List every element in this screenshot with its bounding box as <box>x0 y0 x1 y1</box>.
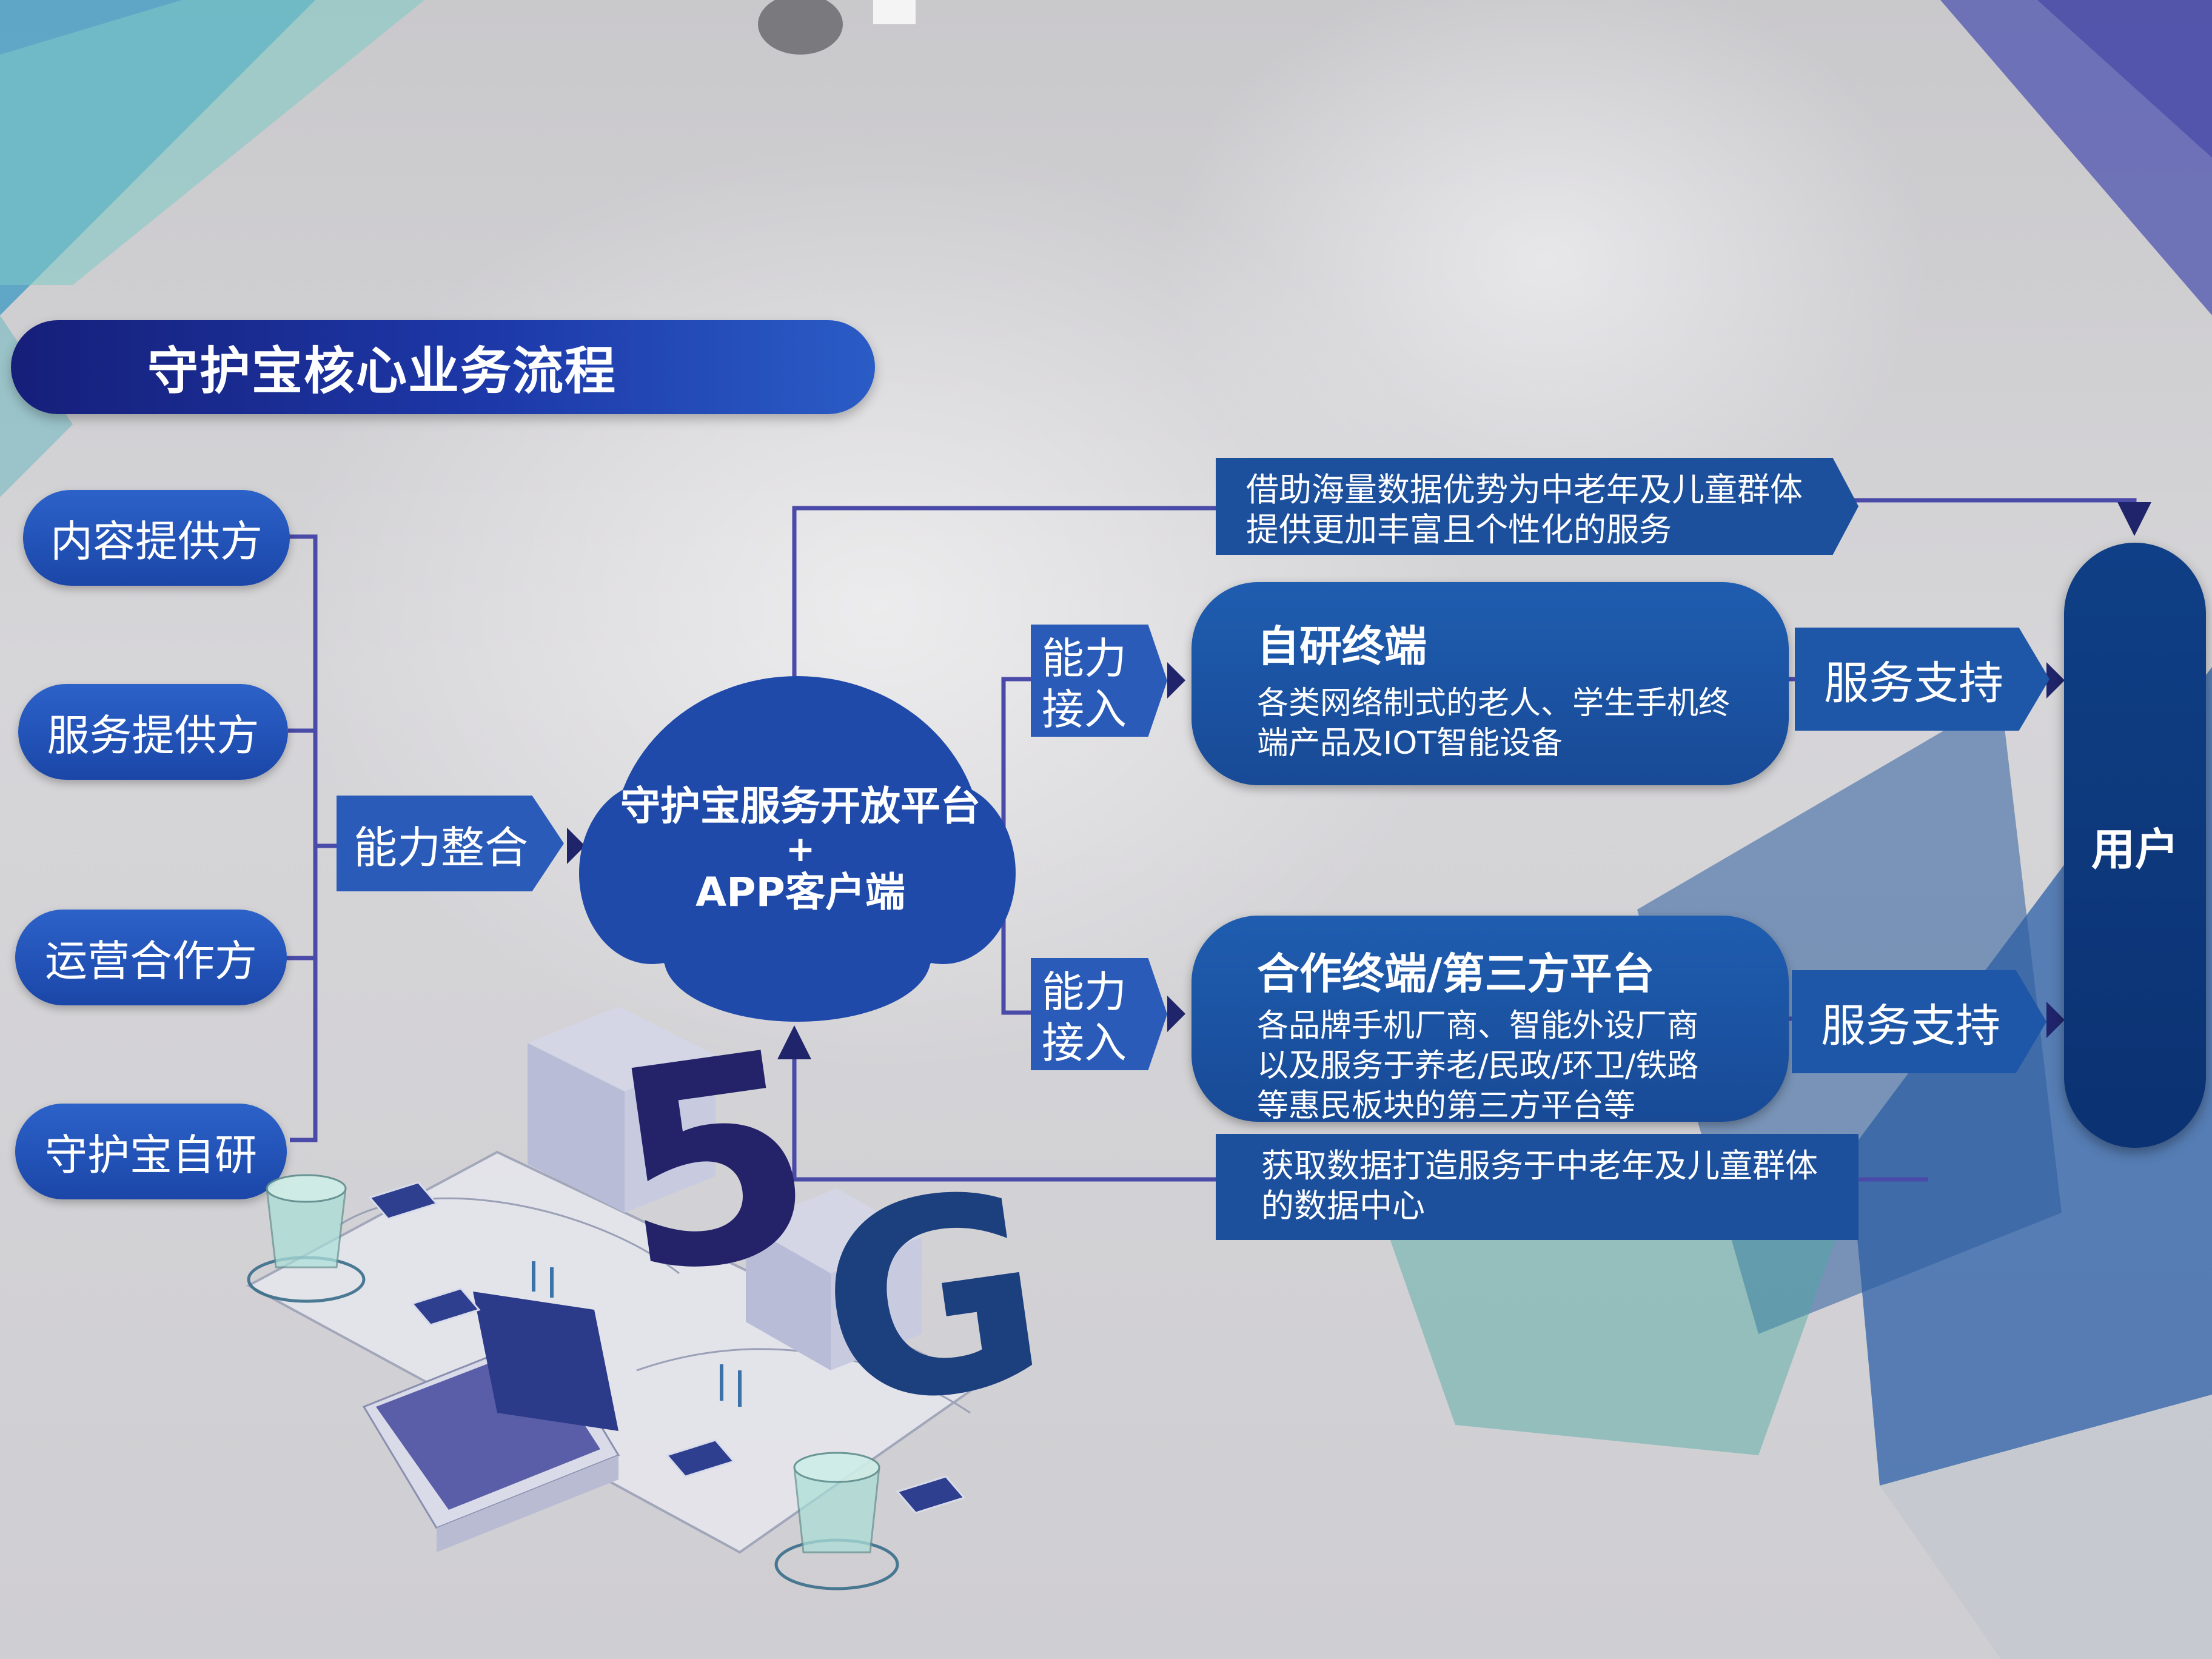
provider-self-developed-label: 守护宝自研 <box>45 1130 257 1180</box>
self-terminal-desc-2: 端产品及IOT智能设备 <box>1257 725 1563 762</box>
partner-terminal-desc-2: 以及服务于养老/民政/环卫/铁路 <box>1257 1048 1699 1084</box>
5g-digit: 5 <box>595 991 832 1339</box>
5g-letter: G <box>802 1131 1062 1469</box>
bottom-banner-line1: 获取数据打造服务于中老年及儿童群体 <box>1261 1147 1818 1185</box>
integration-label: 能力整合 <box>354 822 529 873</box>
provider-content: 内容提供方 <box>23 490 290 586</box>
provider-self-developed: 守护宝自研 <box>15 1104 287 1199</box>
provider-service: 服务提供方 <box>18 684 288 780</box>
top-banner: 借助海量数据优势为中老年及儿童群体 提供更加丰富且个性化的服务 <box>1216 458 1858 555</box>
user-block: 用户 <box>2064 543 2206 1148</box>
provider-operation-partner: 运营合作方 <box>15 910 287 1005</box>
integration-tag: 能力整合 <box>337 796 564 891</box>
access-tag-top: 能力接入 <box>1031 625 1167 737</box>
5g-text-graphic: 5 G <box>595 991 1062 1469</box>
self-terminal-box: 自研终端 各类网络制式的老人、学生手机终 端产品及IOT智能设备 <box>1191 582 1789 785</box>
platform-line1: 守护宝服务开放平台 <box>620 783 980 830</box>
access-tag-bottom: 能力接入 <box>1031 958 1167 1070</box>
self-terminal-desc-1: 各类网络制式的老人、学生手机终 <box>1257 685 1731 722</box>
provider-content-label: 内容提供方 <box>50 516 263 566</box>
access-label-bottom: 能力接入 <box>1042 967 1127 1068</box>
access-label-top: 能力接入 <box>1042 634 1127 734</box>
top-banner-line2: 提供更加丰富且个性化的服务 <box>1246 511 1672 549</box>
partner-terminal-box: 合作终端/第三方平台 各品牌手机厂商、智能外设厂商 以及服务于养老/民政/环卫/… <box>1191 916 1789 1124</box>
page-title: 守护宝核心业务流程 <box>147 341 617 401</box>
service-support-top: 服务支持 <box>1795 628 2049 731</box>
service-support-top-label: 服务支持 <box>1824 657 2003 709</box>
partner-terminal-title: 合作终端/第三方平台 <box>1257 949 1655 999</box>
self-terminal-title: 自研终端 <box>1257 622 1427 671</box>
platform-plus: + <box>785 828 816 870</box>
service-support-bottom: 服务支持 <box>1792 970 2046 1073</box>
service-support-bottom-label: 服务支持 <box>1821 999 2000 1052</box>
partner-terminal-desc-1: 各品牌手机厂商、智能外设厂商 <box>1257 1008 1699 1044</box>
provider-operation-partner-label: 运营合作方 <box>45 936 257 986</box>
user-label: 用户 <box>2091 823 2179 875</box>
partner-terminal-desc-3: 等惠民板块的第三方平台等 <box>1257 1088 1636 1124</box>
bottom-banner-line2: 的数据中心 <box>1261 1187 1425 1225</box>
top-banner-line1: 借助海量数据优势为中老年及儿童群体 <box>1246 471 1803 509</box>
title-banner: 守护宝核心业务流程 <box>11 320 875 414</box>
provider-service-label: 服务提供方 <box>47 710 260 760</box>
platform-line2: APP客户端 <box>695 869 905 916</box>
platform-label: 守护宝服务开放平台 + APP客户端 <box>591 782 1010 918</box>
bottom-banner: 获取数据打造服务于中老年及儿童群体 的数据中心 <box>1216 1134 1858 1240</box>
